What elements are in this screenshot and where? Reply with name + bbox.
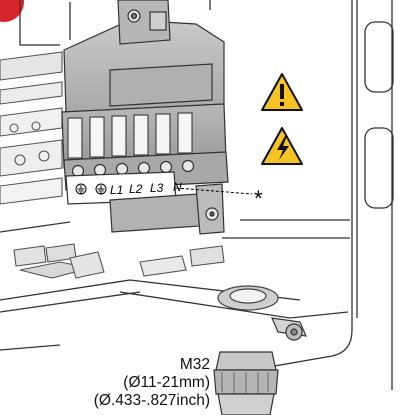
electrical-hazard-icon [261,127,303,165]
corner-badge [0,0,24,22]
terminal-label-l3: L3 [150,181,164,195]
terminal-labels: L1 L2 L3 N [110,180,182,197]
earth-ground-icon [75,183,107,195]
terminal-block [61,0,229,235]
gland-size: M32 [179,356,210,373]
callout-asterisk: * [254,186,263,211]
gland-spec: M32 (Ø11-21mm) (Ø.433-.827inch) [94,356,210,410]
enclosure-housing [0,0,394,390]
cable-gland [213,351,279,415]
terminal-label-l2: L2 [129,182,143,196]
din-rail-components [0,51,225,279]
gland-range-mm: (Ø11-21mm) [123,374,210,391]
general-warning-icon [261,73,303,111]
terminal-label-l1: L1 [110,183,123,197]
grommet [217,285,279,311]
callout-leader: * [175,186,263,211]
terminal-label-n: N [173,180,182,194]
gland-range-inch: (Ø.433-.827inch) [93,392,210,409]
hinge-pin [271,317,307,341]
